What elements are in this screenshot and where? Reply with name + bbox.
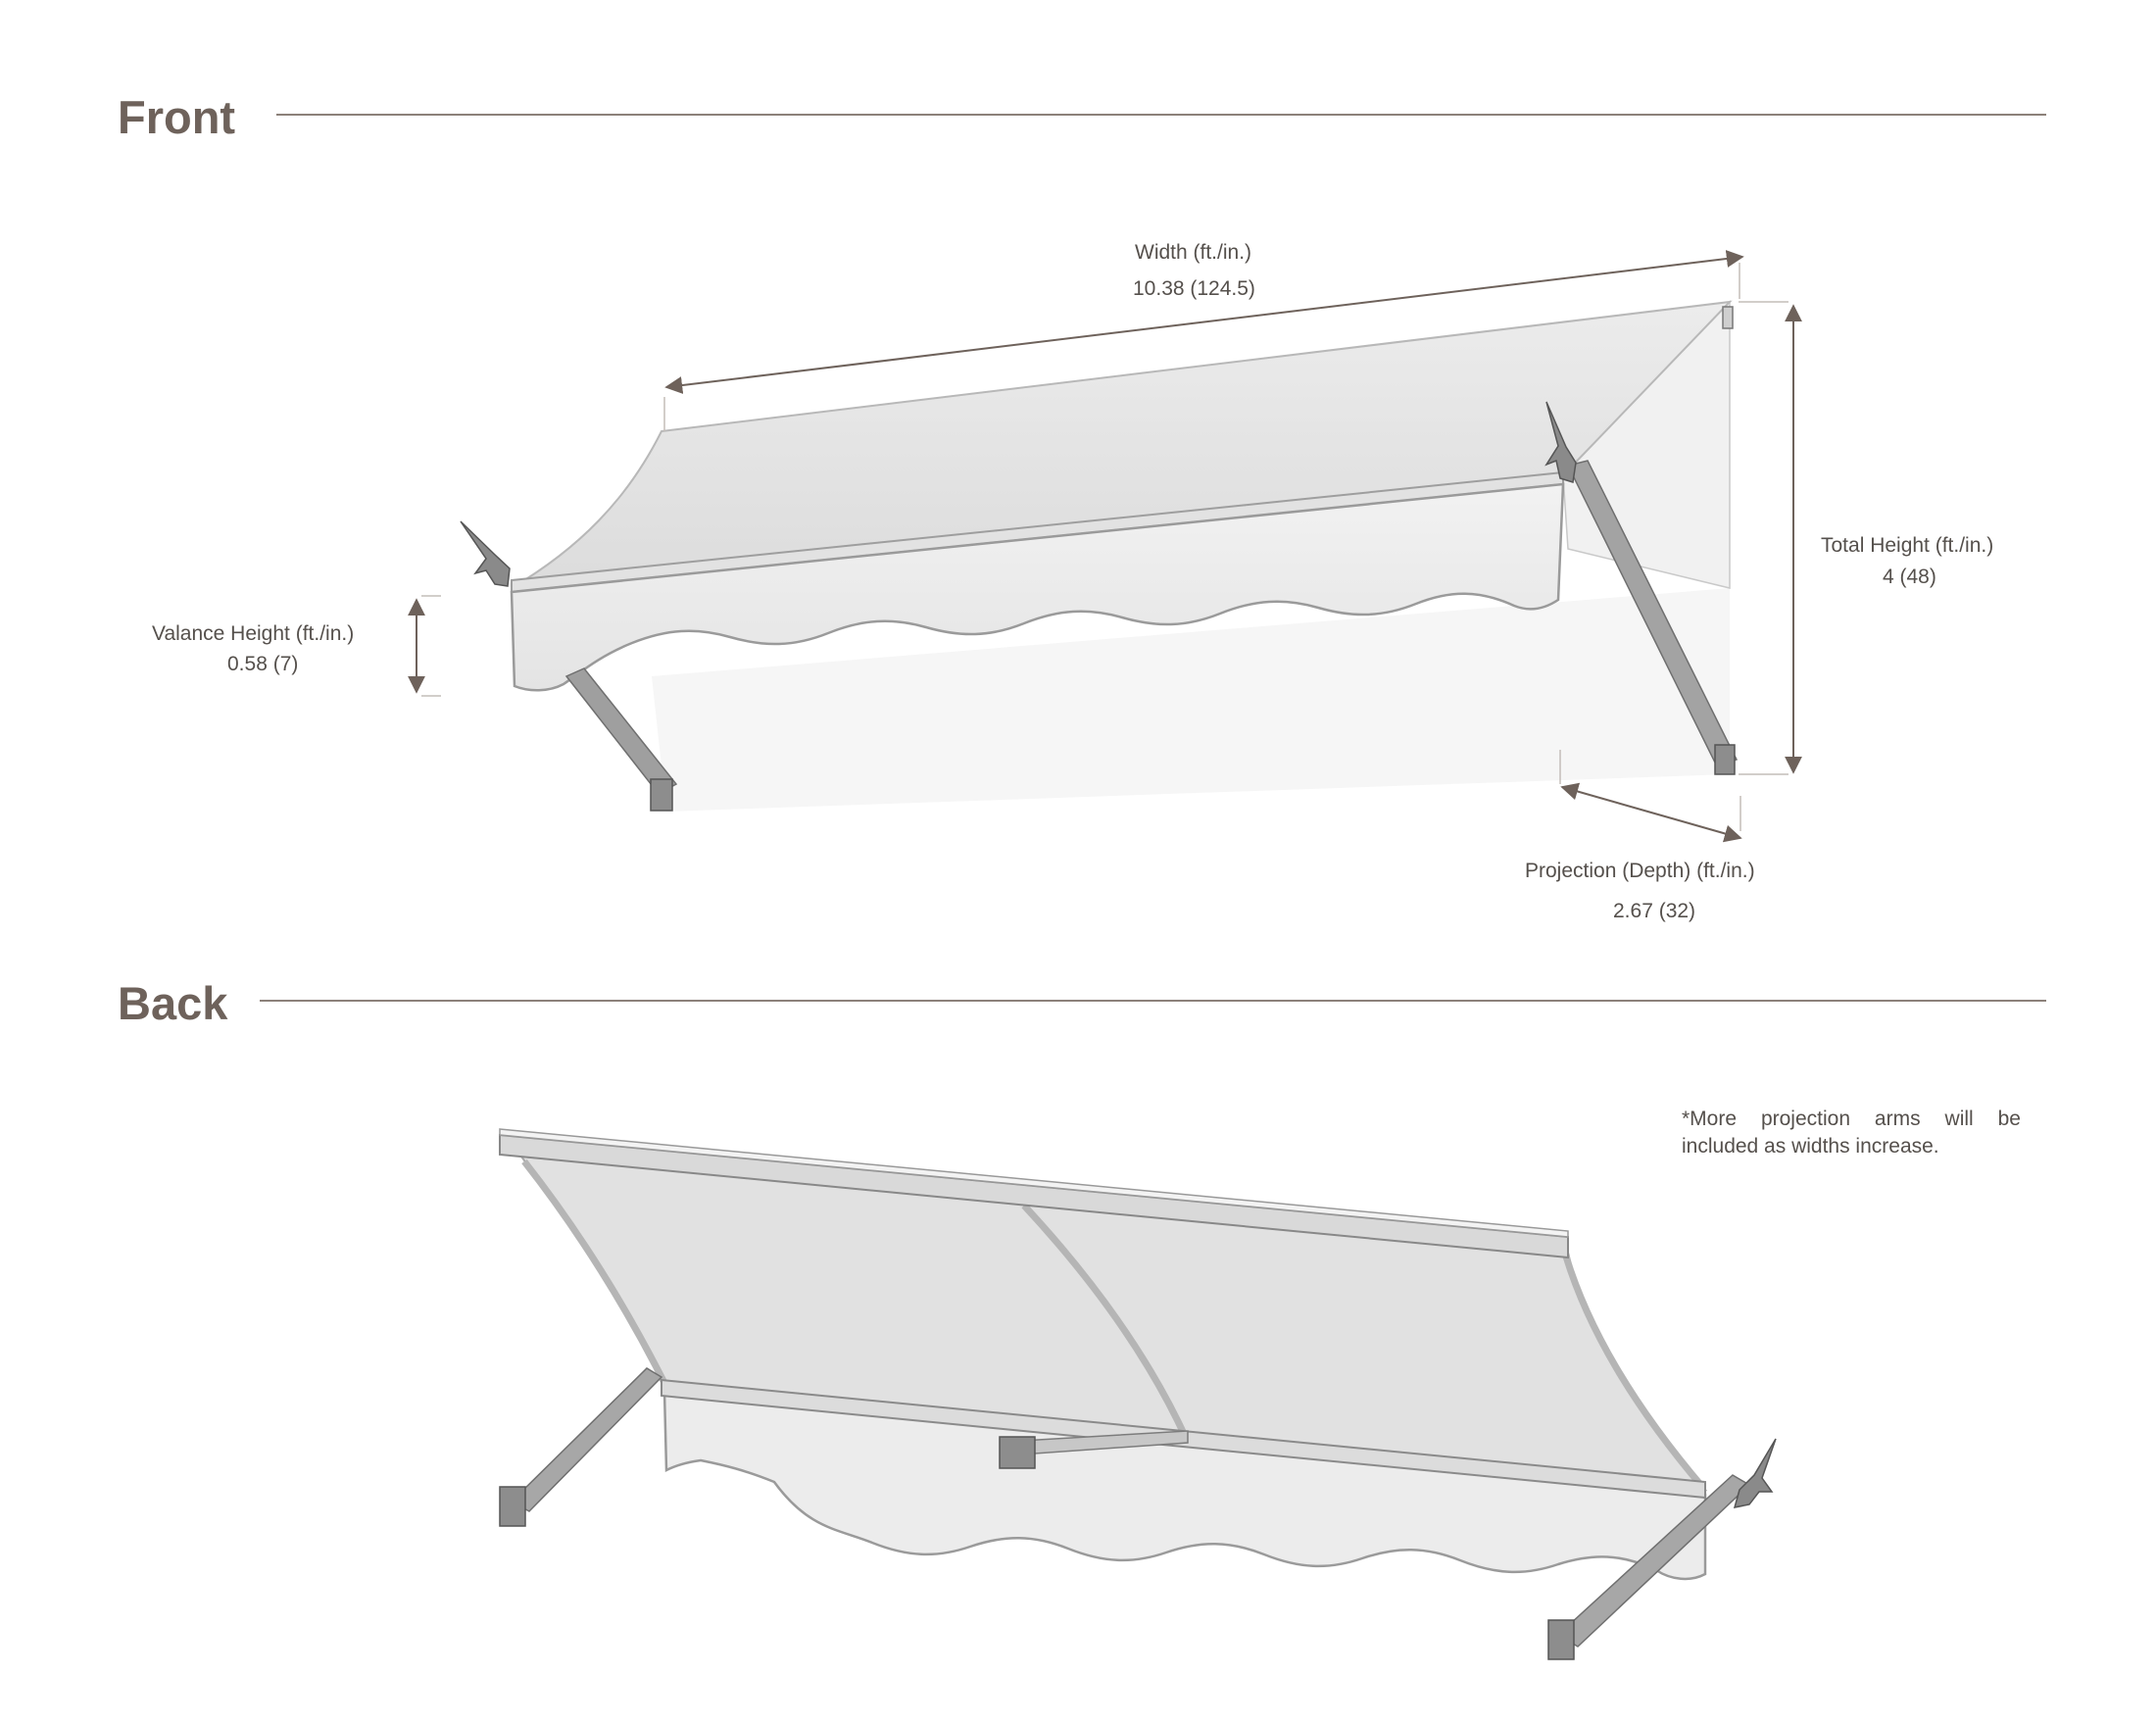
front-left-finial — [460, 520, 511, 587]
back-section-title: Back — [118, 977, 228, 1029]
total-height-label: Total Height (ft./in.) — [1821, 534, 1994, 557]
back-right-finial — [1733, 1438, 1777, 1508]
projection-arms-note: *More projection arms will be included a… — [1682, 1108, 2021, 1158]
front-left-bracket — [650, 778, 673, 812]
front-valance — [510, 482, 1565, 692]
back-left-bracket — [499, 1486, 526, 1527]
front-left-arm — [564, 667, 678, 795]
front-awning — [460, 300, 1739, 812]
front-dimension-lines — [408, 250, 1802, 843]
back-rib-center — [1021, 1203, 1190, 1440]
valance-height-value: 0.58 (7) — [227, 653, 299, 675]
back-left-arm — [510, 1367, 663, 1512]
valance-height-label: Valance Height (ft./in.) — [152, 622, 355, 645]
back-valance — [662, 1390, 1707, 1581]
front-wall-shadow — [652, 588, 1730, 812]
back-awning — [499, 1128, 1777, 1660]
back-rib-right — [1562, 1255, 1706, 1491]
back-rib-left — [521, 1158, 670, 1389]
front-right-bracket — [1714, 744, 1736, 775]
back-right-bracket — [1547, 1619, 1575, 1660]
front-top-clip — [1722, 306, 1734, 329]
back-center-bracket — [999, 1436, 1036, 1469]
front-section-title: Front — [118, 91, 236, 143]
projection-value: 2.67 (32) — [1613, 900, 1696, 922]
width-dimension-line — [664, 250, 1744, 394]
back-section-rule — [260, 1000, 2046, 1002]
width-value: 10.38 (124.5) — [1133, 277, 1255, 300]
projection-dimension-line — [1560, 782, 1742, 843]
front-section-rule — [276, 114, 2046, 116]
width-label: Width (ft./in.) — [1135, 241, 1252, 264]
total-height-value: 4 (48) — [1883, 566, 1936, 588]
back-top-bar-edge — [499, 1128, 1569, 1238]
projection-label: Projection (Depth) (ft./in.) — [1525, 860, 1755, 882]
front-right-finial — [1544, 401, 1577, 483]
front-right-arm — [1566, 460, 1739, 767]
